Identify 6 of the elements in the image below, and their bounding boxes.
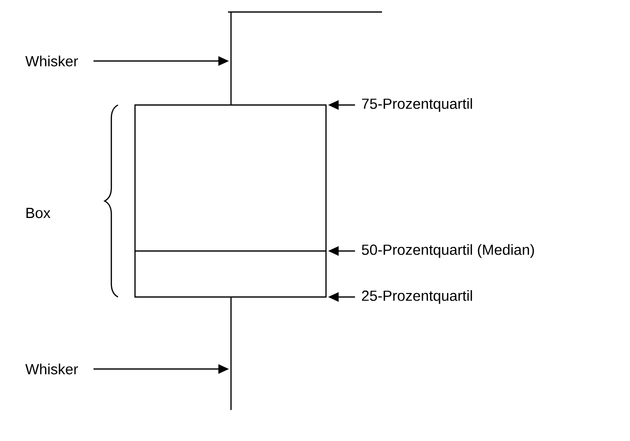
label-text: Box — [26, 208, 50, 218]
label-text: 75-Prozentquartil — [362, 98, 472, 112]
label-text: Whisker — [25, 56, 78, 66]
label-text: 25-Prozentquartil — [362, 290, 472, 304]
label-text: Whisker — [25, 364, 78, 374]
label-text: 50-Prozentquartil (Median) — [362, 244, 534, 258]
